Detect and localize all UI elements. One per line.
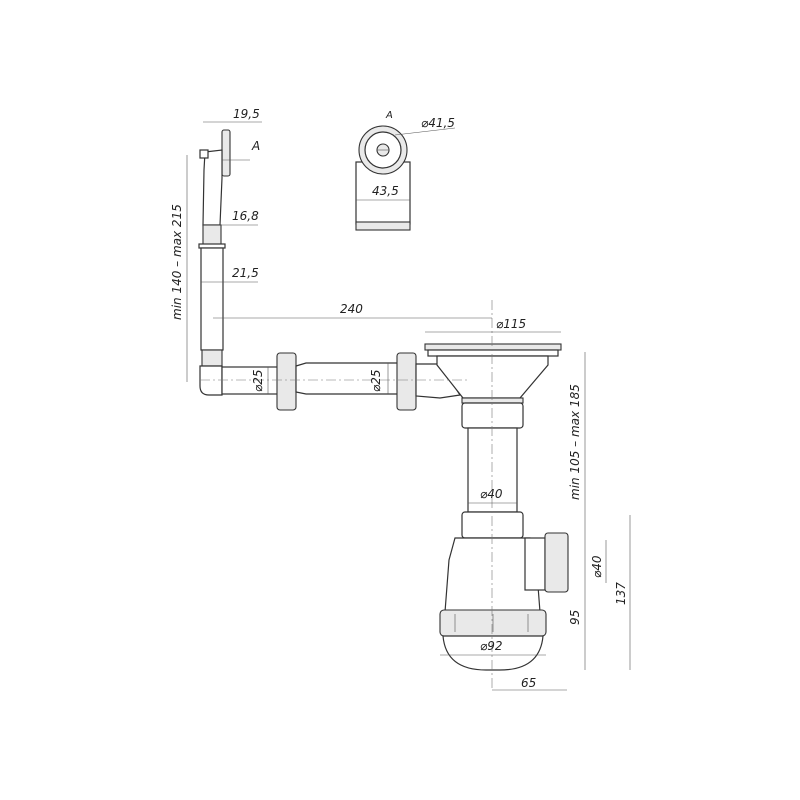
dim-tube-40: ⌀40 bbox=[480, 487, 503, 501]
dim-trap-height: min 105 – max 185 bbox=[568, 384, 582, 500]
overflow-pipe bbox=[198, 129, 231, 396]
dim-43-5: 43,5 bbox=[372, 184, 399, 198]
dim-115: ⌀115 bbox=[496, 317, 526, 331]
dim-65: 65 bbox=[521, 676, 536, 690]
dim-92: ⌀92 bbox=[480, 639, 503, 653]
horizontal-pipe bbox=[221, 352, 462, 411]
dimension-lines bbox=[186, 121, 631, 691]
dim-pipe-25-a: ⌀25 bbox=[251, 370, 265, 393]
section-mark-a: A bbox=[251, 139, 260, 153]
dim-outlet-40: ⌀40 bbox=[590, 555, 604, 578]
dim-95: 95 bbox=[568, 610, 582, 625]
detail-view-a bbox=[355, 125, 411, 231]
dim-pipe-25-b: ⌀25 bbox=[369, 370, 383, 393]
dim-21-5: 21,5 bbox=[232, 266, 259, 280]
bottle-trap bbox=[439, 532, 569, 671]
sink-strainer bbox=[424, 343, 562, 539]
view-title-a: A bbox=[385, 110, 393, 121]
dim-16-8: 16,8 bbox=[232, 209, 259, 223]
dim-overflow-height: min 140 – max 215 bbox=[170, 204, 184, 320]
dim-19-5: 19,5 bbox=[233, 107, 260, 121]
dim-41-5: ⌀41,5 bbox=[421, 116, 455, 130]
dim-240: 240 bbox=[340, 302, 363, 316]
dim-137: 137 bbox=[614, 582, 628, 605]
